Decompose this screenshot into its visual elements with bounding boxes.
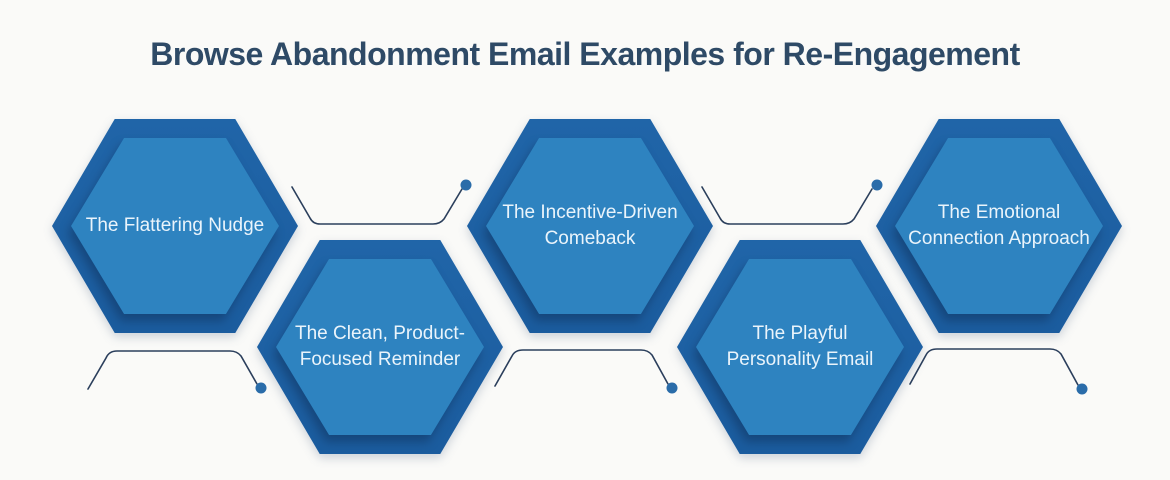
connector-5: [909, 348, 1088, 395]
connector-3: [87, 350, 267, 394]
hexagon-label: The Incentive-Driven Comeback: [502, 202, 678, 249]
connector-dot: [255, 382, 267, 394]
connector-dot: [871, 179, 883, 191]
connector-line: [494, 349, 669, 387]
hexagon-label: The Flattering Nudge: [85, 215, 265, 237]
connector-line: [291, 186, 463, 225]
hexagon-inner-shadow: The Incentive-Driven Comeback: [467, 119, 713, 333]
connector-dot: [460, 179, 472, 191]
connector-2: [701, 179, 883, 225]
hexagon-flattering-nudge: The Flattering Nudge: [52, 119, 298, 333]
hexagon-inner-shape: The Clean, Product-Focused Reminder: [276, 259, 484, 435]
hexagon-inner-shape: The Flattering Nudge: [71, 138, 279, 314]
connector-line: [87, 350, 258, 390]
hexagon-inner-shape: The Incentive-Driven Comeback: [486, 138, 694, 314]
hexagon-inner-shadow: The Playful Personality Email: [677, 240, 923, 454]
hexagon-label: The Playful Personality Email: [726, 323, 874, 370]
hexagon-label: The Clean, Product-Focused Reminder: [294, 323, 466, 370]
hexagon-inner-shape: The Emotional Connection Approach: [895, 138, 1103, 314]
page-title: Browse Abandonment Email Examples for Re…: [150, 36, 1020, 72]
connector-4: [494, 349, 678, 394]
connector-line: [701, 186, 873, 225]
hexagon-outer-shape: The Emotional Connection Approach: [876, 119, 1122, 333]
hexagon-inner-shadow: The Flattering Nudge: [52, 119, 298, 333]
hexagon-inner-shadow: The Emotional Connection Approach: [876, 119, 1122, 333]
hexagon-incentive-driven-comeback: The Incentive-Driven Comeback: [467, 119, 713, 333]
hexagon-playful-personality-email: The Playful Personality Email: [677, 240, 923, 454]
hexagon-clean-product-focused-reminder: The Clean, Product-Focused Reminder: [257, 240, 503, 454]
connector-line: [909, 348, 1079, 386]
hexagon-label: The Emotional Connection Approach: [908, 202, 1090, 249]
hexagon-inner-shadow: The Clean, Product-Focused Reminder: [257, 240, 503, 454]
connector-dot: [666, 382, 678, 394]
hexagon-emotional-connection-approach: The Emotional Connection Approach: [876, 119, 1122, 333]
hexagon-inner-shape: The Playful Personality Email: [696, 259, 904, 435]
connector-dot: [1076, 383, 1088, 395]
connector-1: [291, 179, 472, 225]
